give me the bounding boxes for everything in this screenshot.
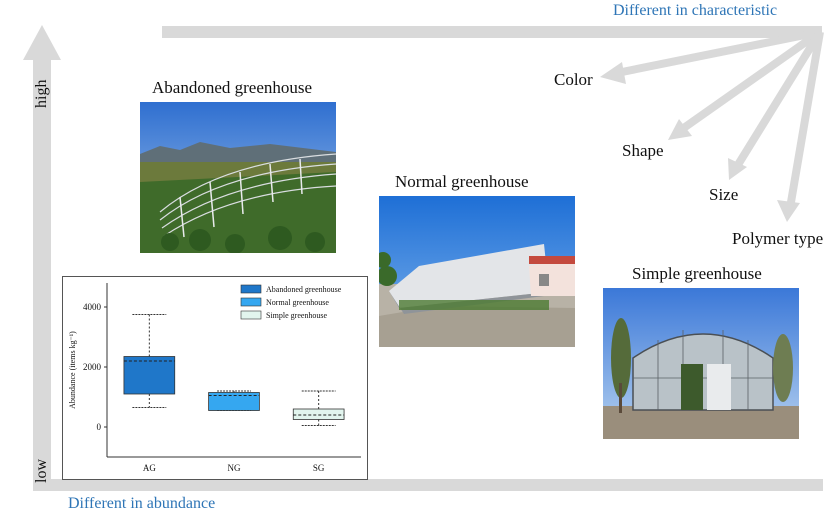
category-label: SG	[313, 463, 325, 473]
characteristic-shape: Shape	[622, 141, 664, 160]
characteristic-polymer-type: Polymer type	[732, 229, 824, 248]
y-tick-label: 0	[97, 422, 102, 432]
y-axis-label: Abundance (items kg⁻¹)	[68, 331, 77, 409]
top-axis-label: Different in characteristic	[613, 2, 778, 19]
y-tick-label: 2000	[83, 362, 102, 372]
simple-greenhouse-title: Simple greenhouse	[632, 264, 762, 283]
legend-label: Normal greenhouse	[266, 298, 329, 307]
top-characteristic-bar	[162, 26, 822, 38]
bottom-axis-label: Different in abundance	[68, 495, 216, 512]
normal-greenhouse-photo	[379, 196, 575, 347]
arrow-to-shape	[675, 28, 823, 136]
category-label: AG	[143, 463, 156, 473]
characteristic-color: Color	[554, 70, 593, 89]
vertical-axis-arrow-head	[23, 25, 61, 60]
arrow-to-polymer	[786, 31, 824, 209]
arrow-head-size	[728, 158, 747, 180]
arrow-head-polymer	[777, 200, 800, 222]
abandoned-greenhouse-photo	[140, 102, 336, 253]
arrow-to-size	[732, 29, 824, 171]
box-sg	[292, 408, 345, 420]
characteristic-size: Size	[709, 185, 739, 204]
arrow-head-color	[600, 62, 626, 84]
legend-label: Abandoned greenhouse	[266, 285, 342, 294]
vertical-axis-arrow-shaft	[33, 58, 51, 490]
legend-swatch	[240, 297, 262, 307]
simple-greenhouse-photo	[603, 288, 799, 439]
arrow-head-shape	[668, 119, 692, 140]
arrow-to-color	[611, 28, 821, 78]
abandoned-greenhouse-title: Abandoned greenhouse	[152, 78, 313, 97]
y-tick-label: 4000	[83, 302, 102, 312]
legend-swatch	[240, 310, 262, 320]
horizontal-axis-bar	[33, 479, 823, 491]
legend-swatch	[240, 284, 262, 294]
low-label: low	[33, 459, 50, 483]
box-ag	[123, 356, 176, 395]
normal-greenhouse-title: Normal greenhouse	[395, 172, 529, 191]
high-label: high	[33, 79, 50, 108]
category-label: NG	[228, 463, 241, 473]
legend-label: Simple greenhouse	[266, 311, 328, 320]
box-ng	[208, 392, 260, 411]
